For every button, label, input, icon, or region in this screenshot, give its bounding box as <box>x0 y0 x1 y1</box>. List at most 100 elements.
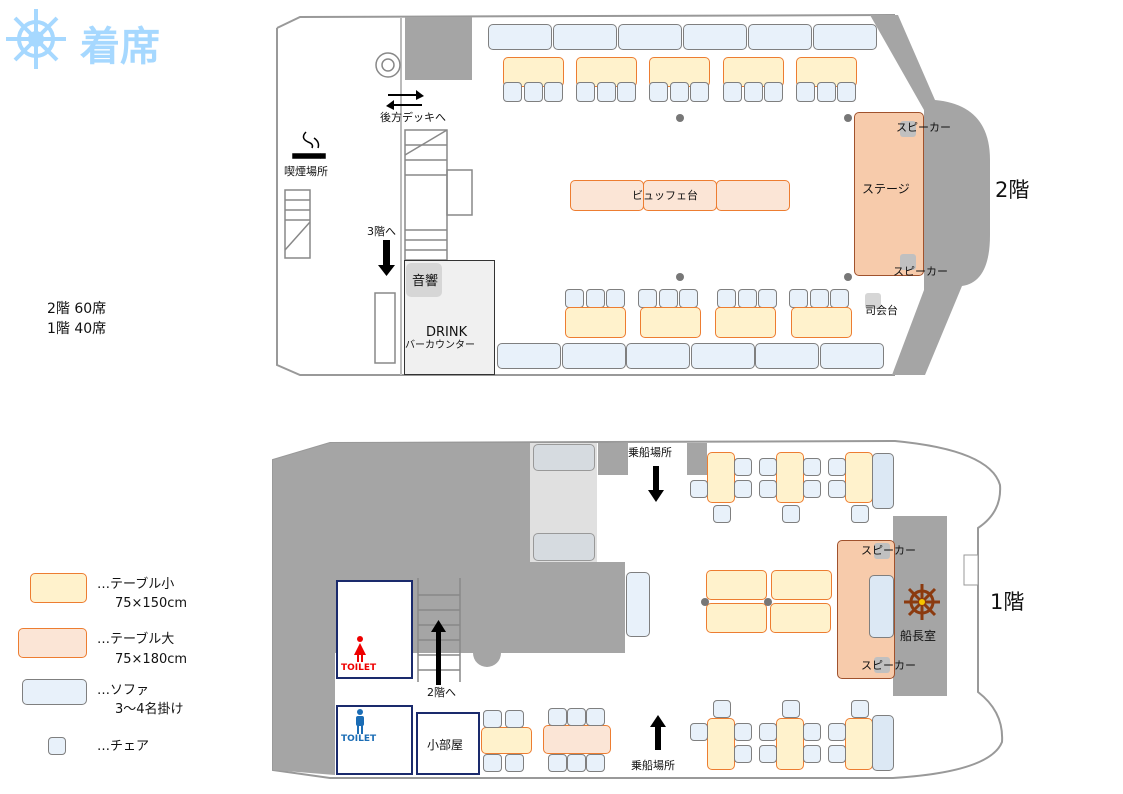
sofa <box>748 24 812 50</box>
table-small <box>770 603 831 633</box>
chair <box>734 745 752 763</box>
table-small <box>845 452 873 503</box>
wall-block <box>687 443 707 475</box>
legend-swatch-table-large <box>18 628 87 658</box>
bar-counter-label: バーカウンター <box>405 340 475 351</box>
chair <box>690 480 708 498</box>
pillar <box>701 598 709 606</box>
chair <box>596 82 616 102</box>
chair <box>690 723 708 741</box>
table-small <box>481 727 532 754</box>
floor1-title: 1階 <box>990 590 1025 614</box>
table-small <box>776 452 804 503</box>
chair <box>505 754 524 772</box>
page-title: 着席 <box>80 24 160 70</box>
sofa <box>683 24 747 50</box>
chair <box>759 458 777 476</box>
chair <box>723 82 742 102</box>
chair <box>803 480 821 498</box>
chair <box>544 82 563 102</box>
legend-swatch-chair <box>48 737 66 755</box>
ship-wheel-icon <box>904 584 940 620</box>
legend-label: …テーブル小 <box>97 577 175 592</box>
stage <box>854 112 924 276</box>
up-arrow-icon <box>431 620 446 685</box>
speaker-label: スピーカー <box>861 544 916 557</box>
down-arrow-icon <box>378 240 395 276</box>
ship-wheel-icon <box>6 9 66 69</box>
table-small <box>706 570 767 600</box>
legend-sub: 75×180cm <box>115 652 188 667</box>
chair <box>759 723 777 741</box>
chair <box>567 754 586 772</box>
sofa <box>690 343 755 369</box>
speaker-label: スピーカー <box>893 265 948 278</box>
sofa <box>872 715 894 771</box>
boarding-label-top: 乗船場所 <box>628 446 672 459</box>
table-small <box>771 570 832 600</box>
chair <box>803 745 821 763</box>
chair <box>483 710 502 728</box>
chair <box>734 723 752 741</box>
chair <box>743 82 763 102</box>
legend-swatch-table-small <box>30 573 87 603</box>
chair <box>586 754 605 772</box>
table-large <box>543 725 611 754</box>
pillar <box>676 114 684 122</box>
legend-label: …ソファ <box>97 683 150 698</box>
sofa-gray <box>533 533 595 561</box>
legend-sub: 3～4名掛け <box>115 702 184 717</box>
chair <box>837 82 856 102</box>
pillar <box>764 598 772 606</box>
chair <box>505 710 524 728</box>
smoking-icon <box>292 131 326 159</box>
chair <box>713 700 731 718</box>
chair <box>828 458 846 476</box>
man-icon <box>356 709 364 734</box>
chair <box>649 82 668 102</box>
sofa <box>553 24 617 50</box>
table-small <box>776 718 804 770</box>
legend-sub: 75×150cm <box>115 596 188 611</box>
speaker-icon <box>900 121 916 137</box>
speaker-icon <box>874 657 890 673</box>
legend-label: …チェア <box>97 739 150 754</box>
speaker-icon <box>874 543 890 559</box>
chair <box>690 82 709 102</box>
table-small <box>791 307 852 338</box>
pillar <box>844 114 852 122</box>
chair <box>567 708 586 726</box>
chair <box>548 708 567 726</box>
table-small <box>707 718 735 770</box>
up-arrow-icon <box>650 715 666 750</box>
table-small <box>845 718 873 770</box>
chair <box>816 82 836 102</box>
audio-label: 音響 <box>412 274 439 289</box>
sofa <box>872 453 894 509</box>
sofa <box>819 343 884 369</box>
chair <box>523 82 543 102</box>
wall-block <box>598 443 628 475</box>
chair <box>851 700 869 718</box>
sofa <box>618 24 682 50</box>
rear-deck-arrows-icon <box>386 90 424 110</box>
rear-deck-label: 後方デッキへ <box>380 111 446 124</box>
toilet-men-label: TOILET <box>341 734 377 744</box>
chair <box>782 505 800 523</box>
pillar <box>676 273 684 281</box>
chair <box>586 708 605 726</box>
down-arrow-icon <box>648 466 664 502</box>
table-small <box>640 307 701 338</box>
chair <box>803 458 821 476</box>
chair <box>851 505 869 523</box>
chair <box>734 480 752 498</box>
chair <box>764 82 783 102</box>
chair <box>576 82 595 102</box>
chair <box>548 754 567 772</box>
seat-count-1f: 1階 40席 <box>47 321 107 337</box>
storage-block <box>405 17 472 80</box>
chair <box>713 505 731 523</box>
boarding-label-bottom: 乗船場所 <box>631 759 675 772</box>
